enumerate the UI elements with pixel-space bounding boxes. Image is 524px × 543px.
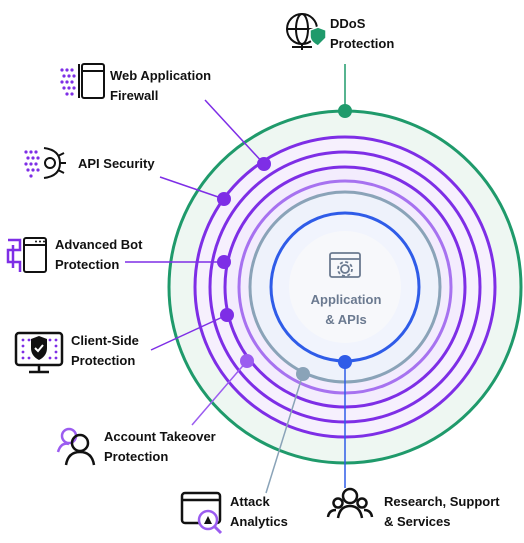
label-ddos-line1: DDoS <box>330 16 366 31</box>
connector-ato <box>191 360 248 426</box>
connector-waf <box>204 99 265 165</box>
dot-client <box>220 308 234 322</box>
waf-firewall-icon <box>60 63 105 99</box>
label-bot-line2: Protection <box>55 257 120 272</box>
dot-waf <box>257 157 271 171</box>
label-research: Research, Support & Services <box>384 492 500 532</box>
label-client-line1: Client-Side <box>71 333 139 348</box>
label-ddos-line2: Protection <box>330 36 395 51</box>
client-monitor-shield-icon <box>14 331 64 374</box>
connector-api <box>159 176 225 200</box>
label-analytics-line1: Attack <box>230 494 270 509</box>
dot-analytics <box>296 367 310 381</box>
label-bot: Advanced Bot Protection <box>55 235 142 275</box>
label-client-line2: Protection <box>71 353 136 368</box>
label-ato-line1: Account Takeover <box>104 429 216 444</box>
research-team-icon <box>326 487 374 519</box>
ddos-shield-globe-icon <box>286 13 327 50</box>
dot-ato <box>240 354 254 368</box>
connector-client <box>150 314 228 351</box>
label-ddos: DDoS Protection <box>330 14 394 54</box>
dot-api <box>217 192 231 206</box>
label-client: Client-Side Protection <box>71 331 139 371</box>
dot-bot <box>217 255 231 269</box>
center-line-2: & APIs <box>325 312 367 327</box>
label-analytics: Attack Analytics <box>230 492 288 532</box>
label-ato-line2: Protection <box>104 449 169 464</box>
label-api: API Security <box>78 154 155 174</box>
account-user-icon <box>56 427 96 466</box>
dot-research <box>338 355 352 369</box>
connector-analytics <box>265 373 304 494</box>
label-research-line2: & Services <box>384 514 451 529</box>
label-analytics-line2: Analytics <box>230 514 288 529</box>
dot-ddos <box>338 104 352 118</box>
app-window-gear-icon <box>329 252 361 278</box>
label-api-line1: API Security <box>78 156 155 171</box>
label-research-line1: Research, Support <box>384 494 500 509</box>
api-gear-icon <box>24 147 66 179</box>
label-waf-line1: Web Application <box>110 68 212 83</box>
bot-browser-icon <box>6 237 47 273</box>
label-bot-line1: Advanced Bot <box>55 237 143 252</box>
attack-analytics-icon <box>180 491 223 535</box>
label-waf: Web Application Firewall <box>110 66 211 106</box>
label-ato: Account Takeover Protection <box>104 427 216 467</box>
label-waf-line2: Firewall <box>110 88 159 103</box>
core-circle <box>289 231 401 343</box>
center-line-1: Application <box>310 292 382 307</box>
center-label: Application & APIs <box>290 290 402 330</box>
